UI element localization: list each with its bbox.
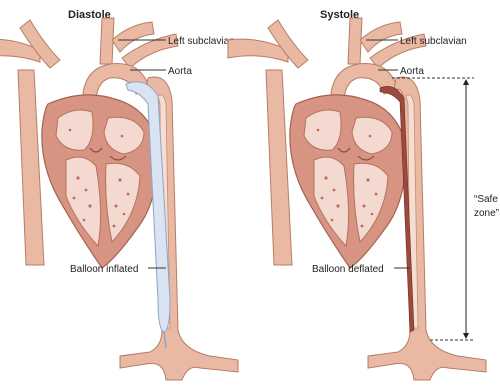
label-aorta: Aorta bbox=[168, 66, 192, 77]
label-aorta: Aorta bbox=[400, 66, 424, 77]
diastole-panel: Diastole Left subclavian Aorta Balloon i… bbox=[0, 9, 238, 380]
label-balloon-inflated: Balloon inflated bbox=[70, 264, 138, 275]
label-balloon-deflated: Balloon deflated bbox=[312, 264, 384, 275]
systole-panel: Systole Left subclavian Aorta Balloon de… bbox=[228, 9, 499, 380]
label-left-subclavian: Left subclavian bbox=[168, 36, 235, 47]
label-left-subclavian: Left subclavian bbox=[400, 36, 467, 47]
heart-illustration bbox=[228, 18, 426, 268]
safe-zone-label-line1: “Safe bbox=[474, 194, 498, 205]
safe-zone-label-line2: zone” bbox=[474, 208, 499, 219]
